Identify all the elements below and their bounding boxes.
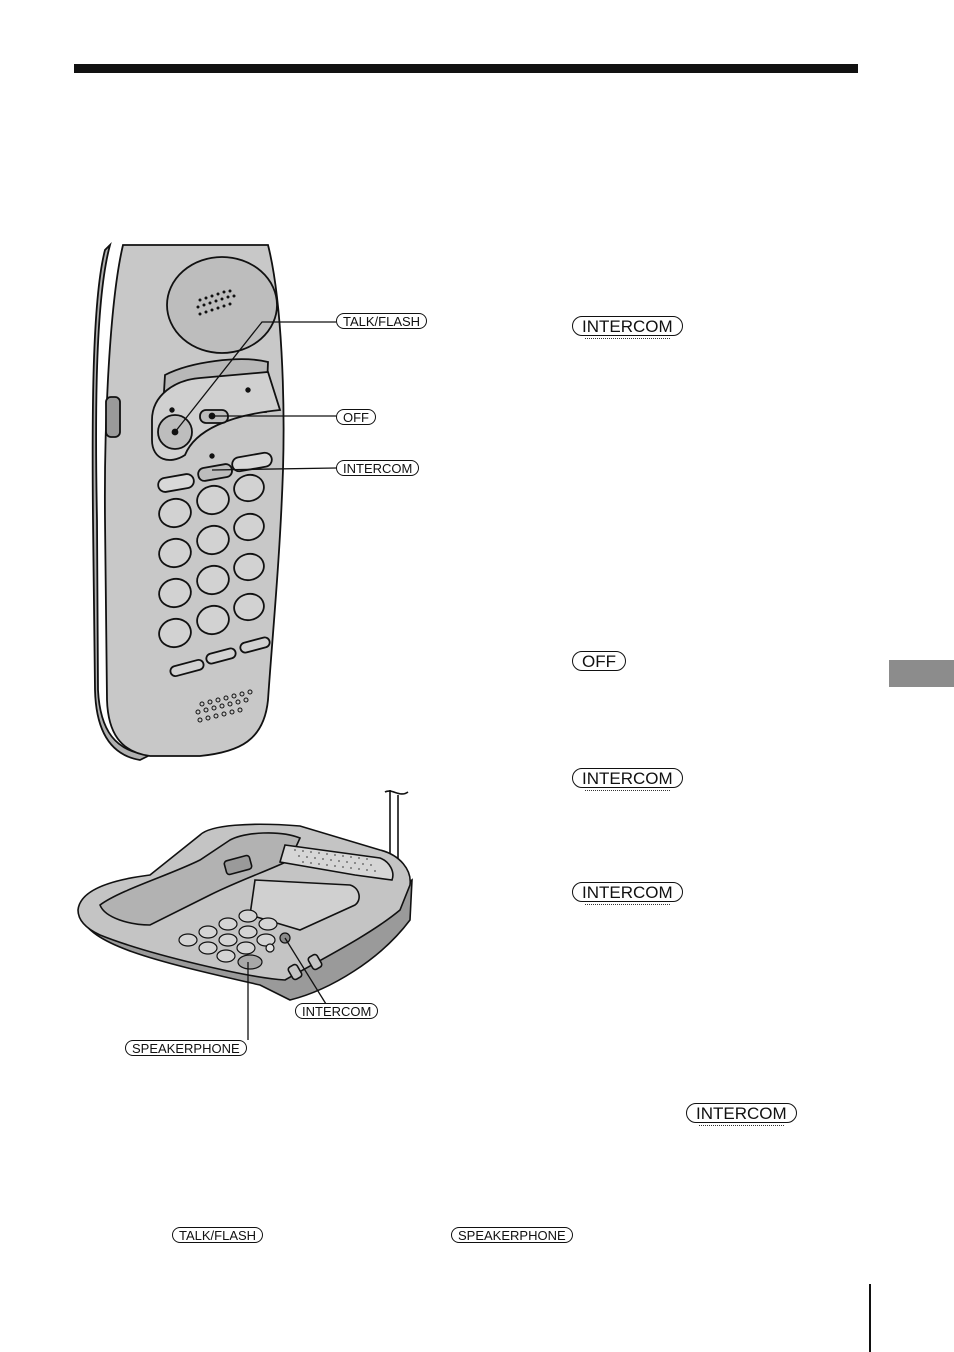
base-keypad [178,909,291,970]
intercom-key-step2: INTERCOM [572,768,683,791]
mic-holes [195,689,253,723]
intercom-key-step1: INTERCOM [572,316,683,339]
intercom-base-callout: INTERCOM [295,1003,379,1019]
base-unit-illustration [77,790,413,1001]
off-callout: OFF [336,409,376,425]
handset-callouts [174,321,337,471]
header-rule [74,64,858,73]
off-key-step: OFF [572,651,626,671]
intercom-key-step4: INTERCOM [686,1103,797,1126]
base-grille-dots [294,849,376,872]
section-tab [889,660,954,687]
speakerphone-key-note: SPEAKERPHONE [451,1227,573,1243]
handset-illustration [91,241,285,761]
speakerphone-callout: SPEAKERPHONE [125,1040,247,1056]
page-edge-rule [869,1284,871,1352]
talk-flash-callout: TALK/FLASH [336,313,428,329]
talk-flash-key-note: TALK/FLASH [172,1227,264,1243]
base-callouts [247,937,327,1040]
intercom-key-step3: INTERCOM [572,882,683,905]
intercom-handset-callout: INTERCOM [336,460,420,476]
earpiece-holes [196,289,236,316]
